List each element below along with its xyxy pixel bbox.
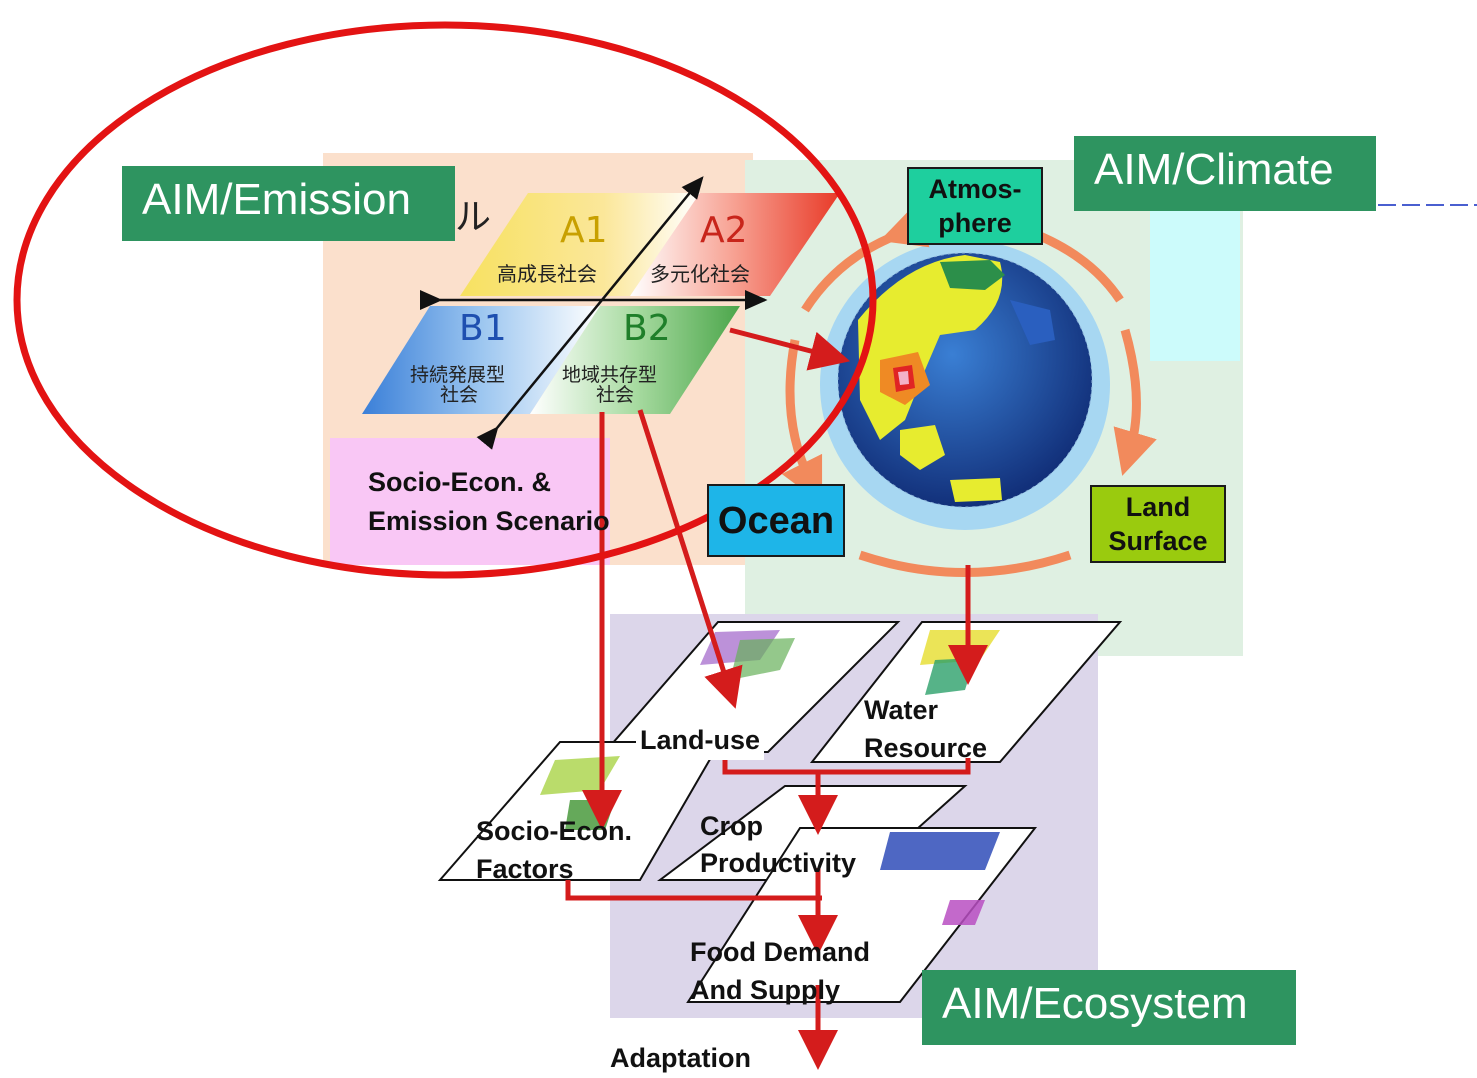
scenario-axis-diagonal <box>476 176 704 450</box>
scenario-a2-name: 多元化社会 <box>650 262 750 286</box>
socio-econ-scenario-line2: Emission Scenario <box>368 506 610 536</box>
socio-factors-line1: Socio-Econ. <box>476 816 633 846</box>
impact-map-layers <box>437 621 1123 1003</box>
land-surface-line1: Land <box>1125 492 1191 522</box>
scenario-a1-code: A1 <box>560 210 608 251</box>
food-line1: Food Demand <box>690 937 870 967</box>
emission-partial-title: ル <box>455 197 492 238</box>
land-surface-box: Land Surface <box>1090 485 1226 563</box>
scenario-a2-code: A2 <box>700 210 748 251</box>
scenario-a1-name: 高成長社会 <box>497 262 597 286</box>
layer-food <box>686 827 1038 1003</box>
scenario-b2-name-line2: 社会 <box>596 384 635 406</box>
crop-line2: Productivity <box>700 848 857 878</box>
layer-land-use <box>602 621 901 753</box>
climate-cyan-block <box>1150 205 1240 361</box>
water-resource-line2: Resource <box>864 733 988 763</box>
aim-emission-tag: AIM/Emission <box>122 166 455 241</box>
scenario-b2-name-line1: 地域共存型 <box>562 364 658 386</box>
water-resource-line1: Water <box>864 695 939 725</box>
scenario-b1-name-line1: 持続発展型 <box>410 364 506 386</box>
flow-arrows <box>565 327 988 1070</box>
socio-factors-line2: Factors <box>476 854 574 884</box>
adaptation-label: Adaptation <box>610 1043 751 1073</box>
scenario-text-bg <box>330 438 610 565</box>
food-line2: And Supply <box>690 975 840 1005</box>
layer-water-resource <box>809 621 1123 763</box>
aim-ecosystem-tag: AIM/Ecosystem <box>922 970 1296 1045</box>
socio-econ-scenario-line1: Socio-Econ. & <box>368 467 552 497</box>
land-use-label: Land-use <box>636 722 765 760</box>
land-surface-line2: Surface <box>1108 525 1208 556</box>
scenario-b1-name-line2: 社会 <box>440 384 479 406</box>
atmosphere-box: Atmos- phere <box>907 167 1043 245</box>
atmosphere-line1: Atmos- <box>928 174 1022 204</box>
globe <box>820 240 1110 530</box>
crop-line1: Crop <box>700 811 763 841</box>
scenario-b1-code: B1 <box>459 308 507 349</box>
ocean-box: Ocean <box>707 484 845 557</box>
emission-highlight-ellipse <box>13 21 877 579</box>
aim-climate-tag: AIM/Climate <box>1074 136 1376 211</box>
atmosphere-line2: phere <box>938 207 1012 238</box>
scenario-b2-code: B2 <box>623 308 671 349</box>
